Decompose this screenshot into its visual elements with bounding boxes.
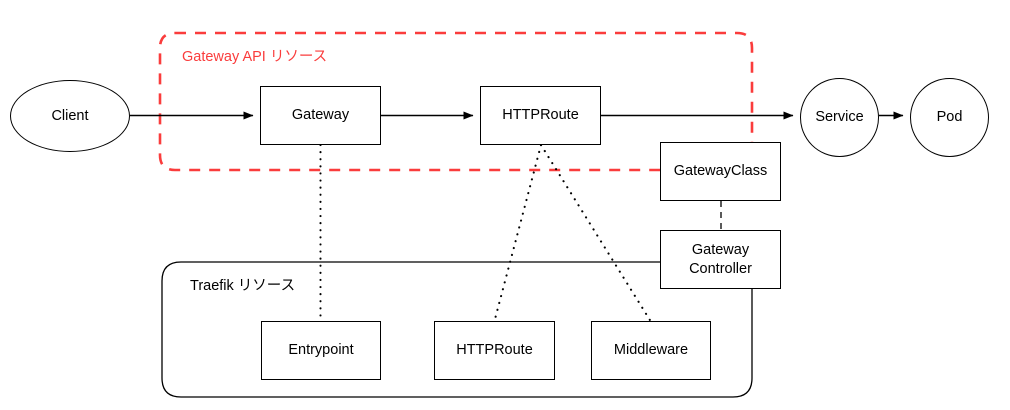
edge-httproute-to-httproute-traefik (493, 143, 543, 323)
node-pod[interactable]: Pod (910, 78, 989, 157)
edge-httproute-to-middleware (539, 143, 652, 323)
group-frame-gateway-api (158, 31, 754, 172)
group-label-traefik: Traefik リソース (190, 278, 296, 294)
node-middleware[interactable]: Middleware (591, 321, 711, 380)
node-entrypoint[interactable]: Entrypoint (261, 321, 381, 380)
node-httproute-traefik[interactable]: HTTPRoute (434, 321, 555, 380)
group-label-gateway-api: Gateway API リソース (182, 49, 328, 65)
node-client[interactable]: Client (10, 80, 130, 152)
node-gateway[interactable]: Gateway (260, 86, 381, 145)
group-frame-traefik (161, 261, 753, 398)
node-gateway-controller[interactable]: Gateway Controller (660, 230, 781, 289)
node-httproute-api[interactable]: HTTPRoute (480, 86, 601, 145)
node-service[interactable]: Service (800, 78, 879, 157)
node-gatewayclass[interactable]: GatewayClass (660, 142, 781, 201)
